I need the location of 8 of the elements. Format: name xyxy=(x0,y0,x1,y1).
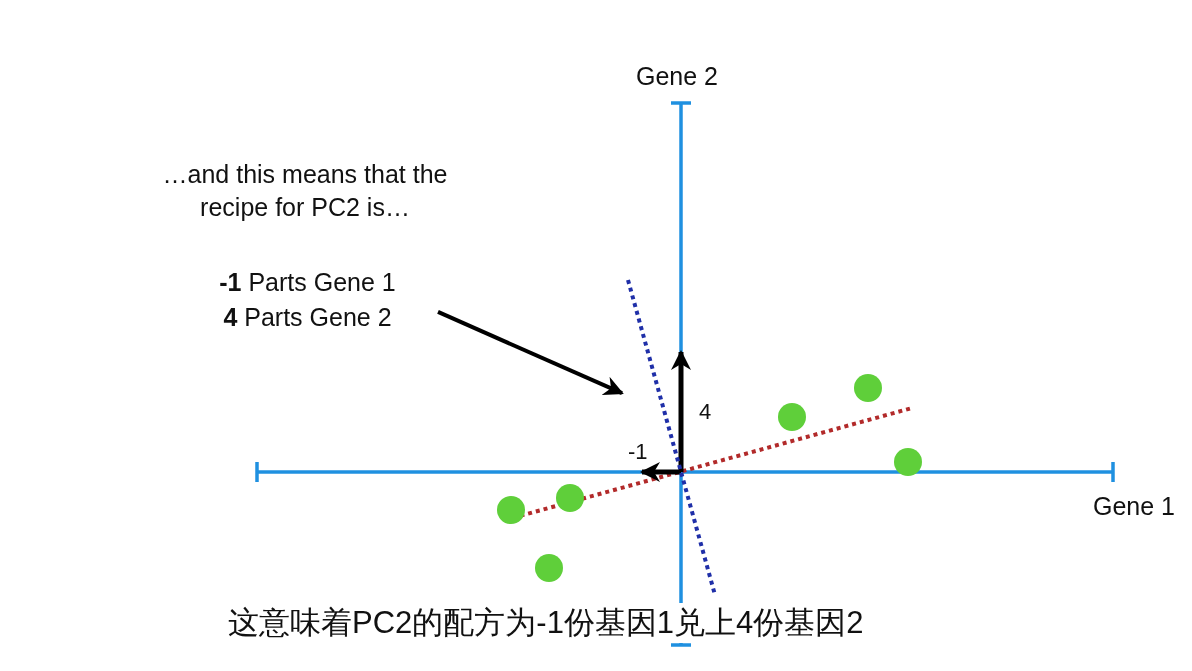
recipe-text: 4 Parts Gene 2 xyxy=(222,302,393,333)
recipe-text: -1 Parts Gene 1 xyxy=(218,267,397,298)
note-text: …and this means that the recipe for PC2 is… xyxy=(161,159,449,223)
vector-value: -1 xyxy=(628,438,648,466)
axis-label: Gene 2 xyxy=(636,61,718,92)
vector-value: 4 xyxy=(699,398,712,426)
leader-arrow xyxy=(437,310,624,396)
axis-label: Gene 1 xyxy=(1093,491,1175,522)
